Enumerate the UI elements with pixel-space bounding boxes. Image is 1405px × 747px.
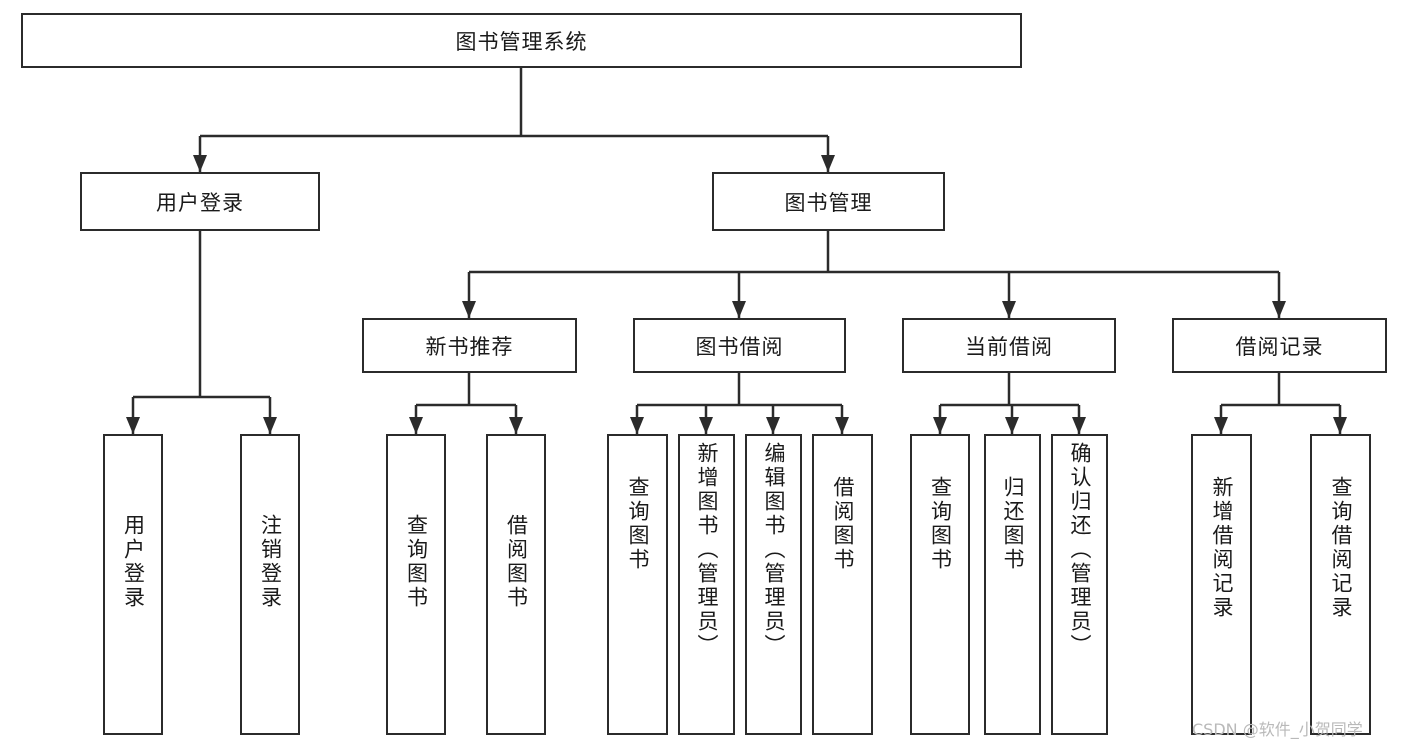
node-label: 用户登录 xyxy=(156,190,244,215)
node-leaf-5[interactable]: 新增图书（管理员） xyxy=(678,434,735,735)
node-level2-0[interactable]: 新书推荐 xyxy=(362,318,577,373)
arrow-head-icon xyxy=(933,417,947,434)
node-level1-0[interactable]: 用户登录 xyxy=(80,172,320,231)
node-level2-1[interactable]: 图书借阅 xyxy=(633,318,846,373)
node-label: 新增借阅记录 xyxy=(1210,476,1234,620)
node-label: 用户登录 xyxy=(121,514,146,610)
arrow-head-icon xyxy=(766,417,780,434)
node-label: 借阅记录 xyxy=(1235,334,1324,359)
arrow-head-icon xyxy=(409,417,423,434)
arrow-head-icon xyxy=(193,155,207,172)
node-label: 新增图书（管理员） xyxy=(695,442,719,658)
node-leaf-2[interactable]: 查询图书 xyxy=(386,434,446,735)
node-leaf-11[interactable]: 新增借阅记录 xyxy=(1191,434,1252,735)
node-level2-2[interactable]: 当前借阅 xyxy=(902,318,1116,373)
node-leaf-8[interactable]: 查询图书 xyxy=(910,434,970,735)
node-leaf-6[interactable]: 编辑图书（管理员） xyxy=(745,434,802,735)
node-leaf-9[interactable]: 归还图书 xyxy=(984,434,1041,735)
arrow-head-icon xyxy=(821,155,835,172)
arrow-head-icon xyxy=(699,417,713,434)
node-label: 查询借阅记录 xyxy=(1329,476,1353,620)
node-leaf-7[interactable]: 借阅图书 xyxy=(812,434,873,735)
node-label: 注销登录 xyxy=(258,514,283,610)
arrow-head-icon xyxy=(732,301,746,318)
node-leaf-3[interactable]: 借阅图书 xyxy=(486,434,546,735)
node-label: 查询图书 xyxy=(928,476,953,572)
node-label: 借阅图书 xyxy=(504,514,529,610)
arrow-head-icon xyxy=(1002,301,1016,318)
node-label: 编辑图书（管理员） xyxy=(762,442,786,658)
arrow-head-icon xyxy=(1333,417,1347,434)
arrow-head-icon xyxy=(263,417,277,434)
node-label: 图书借阅 xyxy=(695,334,784,359)
arrow-head-icon xyxy=(630,417,644,434)
node-label: 查询图书 xyxy=(404,514,429,610)
node-label: 图书管理系统 xyxy=(455,29,588,54)
node-leaf-4[interactable]: 查询图书 xyxy=(607,434,668,735)
node-label: 图书管理 xyxy=(784,190,873,215)
node-label: 确认归还（管理员） xyxy=(1068,442,1092,658)
node-label: 当前借阅 xyxy=(965,334,1053,359)
node-leaf-12[interactable]: 查询借阅记录 xyxy=(1310,434,1371,735)
node-label: 新书推荐 xyxy=(425,334,514,359)
arrow-head-icon xyxy=(462,301,476,318)
arrow-head-icon xyxy=(1005,417,1019,434)
node-leaf-1[interactable]: 注销登录 xyxy=(240,434,300,735)
csdn-watermark: CSDN @软件_小贺同学 xyxy=(1192,720,1363,739)
arrow-head-icon xyxy=(509,417,523,434)
node-level1-1[interactable]: 图书管理 xyxy=(712,172,945,231)
node-root-system[interactable]: 图书管理系统 xyxy=(21,13,1022,68)
node-leaf-10[interactable]: 确认归还（管理员） xyxy=(1051,434,1108,735)
arrow-head-icon xyxy=(1272,301,1286,318)
arrow-head-icon xyxy=(835,417,849,434)
node-level2-3[interactable]: 借阅记录 xyxy=(1172,318,1387,373)
node-label: 归还图书 xyxy=(1001,476,1025,572)
arrow-head-icon xyxy=(126,417,140,434)
arrow-head-icon xyxy=(1214,417,1228,434)
node-label: 查询图书 xyxy=(626,476,650,572)
arrow-head-icon xyxy=(1072,417,1086,434)
node-leaf-0[interactable]: 用户登录 xyxy=(103,434,163,735)
node-label: 借阅图书 xyxy=(831,476,855,572)
